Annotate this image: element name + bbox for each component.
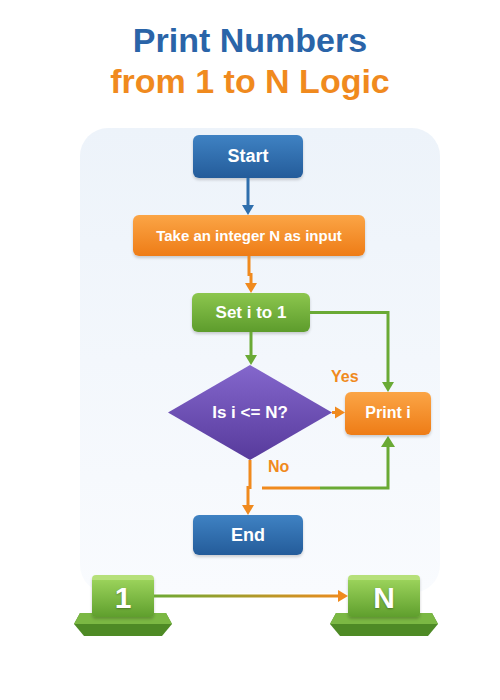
arrowhead	[245, 355, 257, 365]
end-terminal: End	[193, 515, 303, 555]
flow-connector	[310, 313, 394, 393]
node-text: 1	[115, 581, 132, 616]
arrowhead	[335, 407, 345, 419]
node-text: Print i	[365, 404, 410, 422]
connector-line	[332, 411, 337, 414]
flow-connector	[245, 332, 257, 365]
connector-line	[310, 313, 388, 385]
arrowhead	[245, 283, 257, 293]
decision-diamond: Is i <= N?	[168, 365, 332, 460]
start-terminal: Start	[193, 135, 303, 178]
flow-connector	[242, 178, 254, 215]
node-text: Is i <= N?	[212, 403, 288, 423]
diamond-shape	[168, 365, 332, 460]
diagram-title: Print Numbers from 1 to N Logic	[100, 20, 400, 103]
arrowhead	[382, 382, 394, 392]
flow-connector	[242, 460, 254, 515]
connector-line	[247, 178, 250, 207]
edge-label: No	[268, 458, 289, 476]
flow-connector	[245, 256, 257, 293]
connector-line	[250, 332, 253, 357]
range-block: 1	[92, 575, 154, 617]
flow-connector	[332, 407, 345, 419]
process-box: Set i to 1	[192, 293, 310, 332]
output-box: Print i	[345, 392, 431, 435]
arrowhead	[338, 590, 348, 602]
arrowhead	[242, 505, 254, 515]
node-text: End	[231, 525, 265, 546]
node-text: Start	[227, 146, 268, 167]
loop-line	[262, 487, 320, 490]
connector-line	[249, 256, 251, 285]
flow-connector	[154, 590, 348, 602]
input-box: Take an integer N as input	[133, 215, 365, 256]
loop-arrowhead	[381, 436, 395, 447]
loop-line	[320, 446, 388, 488]
connector-line	[248, 460, 250, 507]
node-text: Take an integer N as input	[156, 227, 342, 244]
arrowhead	[242, 205, 254, 215]
connector-line	[154, 595, 340, 598]
background-panel	[80, 128, 440, 593]
node-text: Set i to 1	[216, 303, 287, 323]
node-text: N	[373, 581, 395, 616]
range-block: N	[348, 575, 420, 617]
edge-label: Yes	[331, 368, 359, 386]
